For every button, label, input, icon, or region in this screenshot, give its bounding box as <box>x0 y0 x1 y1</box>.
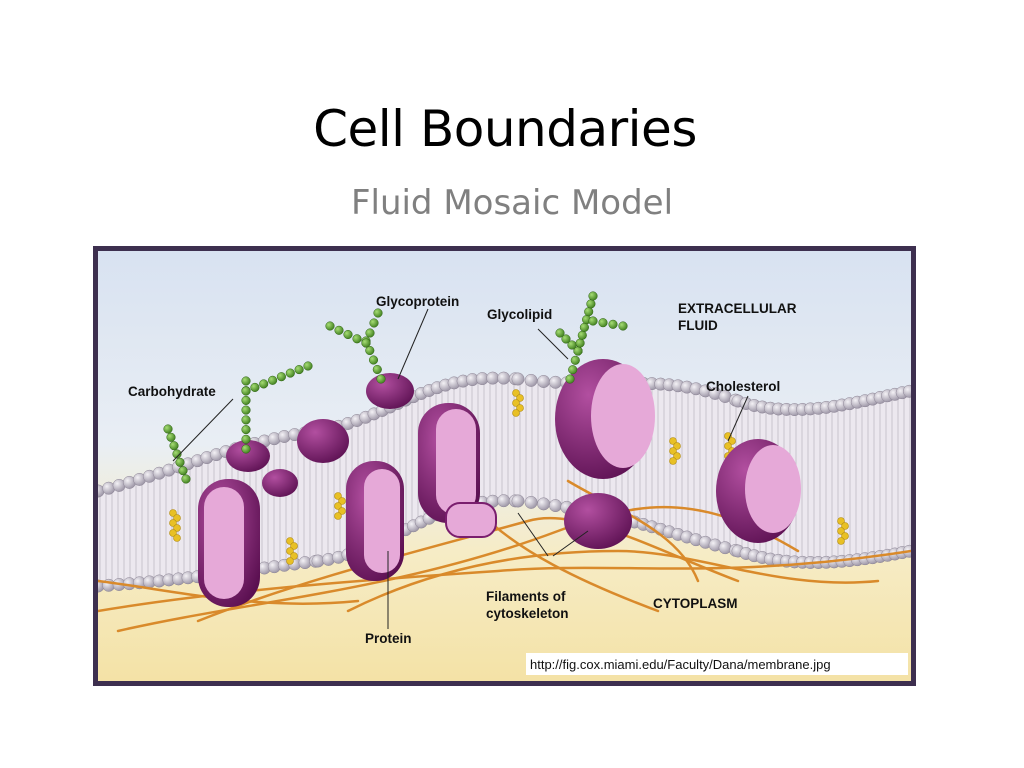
phospholipid-head <box>524 373 538 387</box>
integral-protein-3 <box>418 403 497 538</box>
phospholipid-head <box>537 375 551 388</box>
label-filaments-2: cytoskeleton <box>486 606 569 621</box>
leader-lines <box>172 308 749 629</box>
carbohydrate-bead <box>352 334 362 344</box>
carbohydrate-bead <box>166 432 176 442</box>
phospholipid-bilayer <box>98 378 911 586</box>
phospholipid-head <box>497 494 511 508</box>
label-cytoplasm: CYTOPLASM <box>653 596 738 611</box>
carbohydrate-bead <box>618 321 628 331</box>
carbohydrate-bead <box>241 444 251 454</box>
carbohydrate-bead <box>579 322 589 332</box>
label-glycolipid: Glycolipid <box>487 307 552 322</box>
carbohydrate-bead <box>577 330 587 340</box>
label-cholesterol: Cholesterol <box>706 379 780 394</box>
phospholipid-head <box>486 371 500 385</box>
label-protein: Protein <box>365 631 412 646</box>
carbohydrate-bead <box>175 457 185 467</box>
phospholipid-head <box>511 372 525 386</box>
label-carbohydrate: Carbohydrate <box>128 384 216 399</box>
carbohydrate-bead <box>241 415 251 425</box>
source-url-background <box>526 653 908 675</box>
carbohydrate-bead <box>241 386 251 396</box>
carbohydrate-bead <box>268 375 278 385</box>
carbohydrate-chains <box>163 291 628 484</box>
integral-protein-2 <box>346 461 404 581</box>
carbohydrate-bead <box>561 334 571 344</box>
phospholipid-head <box>511 494 525 508</box>
carbohydrate-bead <box>169 441 179 451</box>
carbohydrate-bead <box>586 299 596 309</box>
integral-protein-1 <box>198 479 260 607</box>
carbohydrate-bead <box>250 382 260 392</box>
carbohydrate-bead <box>334 325 344 335</box>
carbohydrate-bead <box>565 374 575 384</box>
carbohydrate-bead <box>608 319 618 329</box>
carbohydrate-bead <box>365 345 375 356</box>
label-extracellular-fluid-1: EXTRACELLULAR <box>678 301 797 316</box>
carbohydrate-bead <box>598 318 608 328</box>
carbohydrate-bead <box>241 425 251 435</box>
carbohydrate-bead <box>588 291 598 301</box>
carbohydrate-bead <box>241 395 251 405</box>
carbohydrate-bead <box>343 329 353 340</box>
carbohydrate-bead <box>372 364 382 375</box>
carbohydrate-bead <box>241 376 251 386</box>
slide-subtitle: Fluid Mosaic Model <box>350 183 674 223</box>
slide-title: Cell Boundaries <box>313 100 697 158</box>
carbohydrate-bead <box>584 307 594 317</box>
carbohydrate-bead <box>259 379 269 389</box>
phospholipid-head <box>549 499 562 513</box>
label-extracellular-fluid-2: FLUID <box>678 318 718 333</box>
membrane-diagram-svg: Carbohydrate Glycoprotein Glycolipid EXT… <box>98 251 911 681</box>
carbohydrate-bead <box>303 361 313 371</box>
carbohydrate-bead <box>181 474 191 484</box>
carbohydrate-bead <box>294 365 304 375</box>
integral-protein-4 <box>555 359 655 549</box>
phospholipid-head <box>497 371 511 385</box>
carbohydrate-bead <box>376 374 386 384</box>
carbohydrate-bead <box>163 424 173 434</box>
carbohydrate-bead <box>369 318 379 328</box>
carbohydrate-bead <box>570 355 580 365</box>
label-filaments-1: Filaments of <box>486 589 566 604</box>
carbohydrate-bead <box>568 365 578 375</box>
carbohydrate-bead <box>575 338 585 348</box>
source-url: http://fig.cox.miami.edu/Faculty/Dana/me… <box>530 657 831 672</box>
peripheral-proteins <box>226 373 414 497</box>
carbohydrate-bead <box>361 338 371 348</box>
carbohydrate-bead <box>325 321 335 331</box>
carbohydrate-bead <box>241 434 251 444</box>
carbohydrate-bead <box>588 316 598 326</box>
phospholipid-head <box>902 384 911 398</box>
carbohydrate-bead <box>555 328 565 338</box>
cholesterol-molecules <box>169 389 849 565</box>
carbohydrate-bead <box>365 328 375 338</box>
phospholipid-head <box>549 375 562 389</box>
carbohydrate-bead <box>241 405 251 415</box>
carbohydrate-bead <box>178 466 188 476</box>
carbohydrate-bead <box>368 355 379 365</box>
label-glycoprotein: Glycoprotein <box>376 294 459 309</box>
carbohydrate-bead <box>276 372 286 382</box>
phospholipid-head <box>537 497 551 511</box>
carbohydrate-bead <box>373 308 383 318</box>
carbohydrate-bead <box>285 368 295 378</box>
phospholipid-head <box>524 495 538 509</box>
carbohydrate-bead <box>172 449 182 459</box>
membrane-illustration: Carbohydrate Glycoprotein Glycolipid EXT… <box>93 246 916 686</box>
integral-protein-5 <box>716 439 801 543</box>
carbohydrate-bead <box>573 346 583 356</box>
